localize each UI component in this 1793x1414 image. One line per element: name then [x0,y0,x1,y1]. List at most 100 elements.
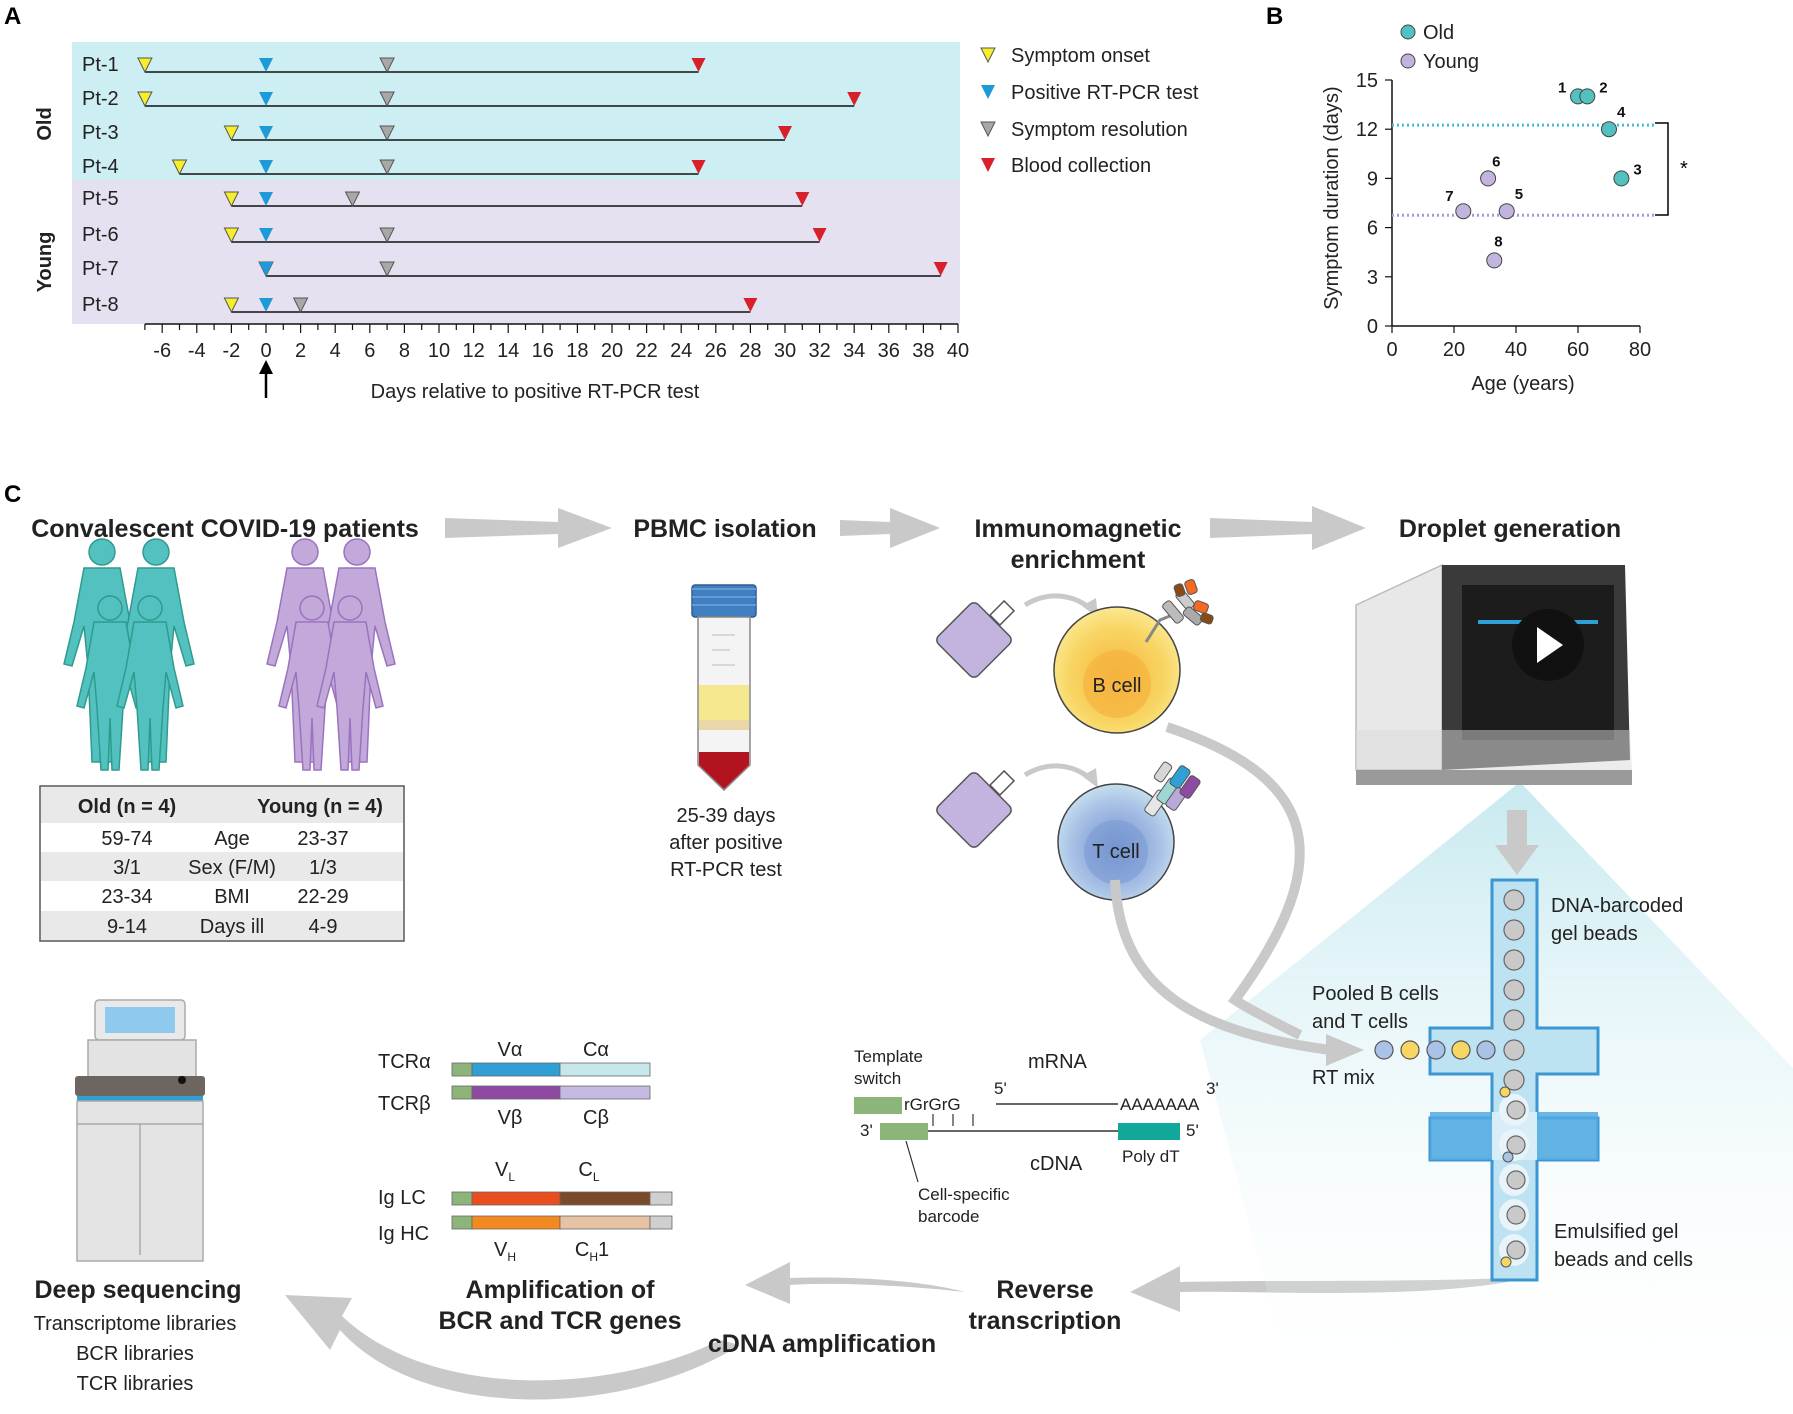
cdna-label: cDNA [1030,1153,1083,1175]
x-tick-label: 28 [739,340,761,362]
gel-bead [1503,1039,1525,1061]
old-patients-silhouettes-icon [63,538,195,771]
sequencer-icon [75,999,205,1262]
template-switch-label: Template [854,1047,923,1066]
table-row-old: 3/1 [113,857,141,879]
droplet-title: Droplet generation [1399,515,1621,543]
bcr-antibody-icon [1144,579,1214,643]
data-point [1455,203,1472,220]
y-tick-label: 0 [1367,316,1378,338]
panel-c-label: C [4,481,21,508]
blood-marker [812,228,827,242]
x-tick-label: -6 [153,340,171,362]
deep-sequencing-title: Deep sequencing [35,1276,242,1304]
centrifuge-tube-icon [691,584,757,792]
barcode-label: Cell-specific [918,1185,1010,1204]
magnetic-bead-icon [936,769,1016,848]
point-label: 7 [1445,188,1453,205]
legend-old-label: Old [1423,22,1454,44]
table-row-label: BMI [214,886,250,908]
scatter-y-axis-title: Symptom duration (days) [1321,86,1343,309]
point-label: 2 [1599,79,1607,96]
flow-arrow-6 [285,1295,740,1400]
young-group-label: Young [34,232,56,293]
patient-label: Pt-3 [82,122,119,144]
gel-bead [1506,1100,1526,1120]
legend-young-label: Young [1423,51,1479,73]
x-tick-label: 40 [947,340,969,362]
template-switch-oligo [854,1097,902,1114]
x-tick-label: 34 [843,340,865,362]
panel-a-label: A [4,3,21,30]
table-row-young: 22-29 [297,886,348,908]
tcr-complex-icon [1144,761,1201,817]
pooled-cells-label: and T cells [1312,1011,1408,1033]
immuno-title-line-2: enrichment [1011,546,1146,574]
day-zero-arrow [259,360,273,398]
x-tick-label: 32 [808,340,830,362]
legend-pcr-label: Positive RT-PCR test [1011,82,1199,104]
blood-marker [691,160,706,174]
b-cell-icon: B cell [1053,606,1181,734]
resolution-marker [379,261,395,278]
young-patients-silhouettes-icon [266,538,396,771]
table-header-old: Old (n = 4) [78,796,176,818]
onset-marker [223,125,240,142]
panel-b-label: B [1266,3,1283,30]
pooled-cells-icon [1374,1040,1496,1060]
b-cell-label: B cell [1093,675,1142,697]
x-tick-label: 22 [635,340,657,362]
pcr-marker [259,262,273,276]
pooled-cells-label: Pooled B cells [1312,983,1439,1005]
table-row-young: 4-9 [309,916,338,938]
ch-label: CH1 [575,1239,609,1264]
old-group-label: Old [34,107,56,140]
table-row-label: Sex (F/M) [188,857,276,879]
data-point [1601,121,1617,138]
gel-bead [1503,949,1525,971]
table-row-old: 9-14 [107,916,147,938]
polydt-label: Poly dT [1122,1147,1180,1166]
data-point [1613,170,1630,187]
x-tick-label: 10 [428,340,450,362]
table-row-young: 1/3 [309,857,337,879]
blood-marker [743,298,758,312]
flow-arrow-3 [1210,506,1366,550]
ca-label: Cα [583,1039,609,1061]
t-cell-icon: T cell [1057,783,1175,901]
resolution-marker [379,159,395,176]
cdna-five-prime: 5' [1186,1121,1199,1140]
patient-label: Pt-2 [82,88,119,110]
x-tick-label: 18 [566,340,588,362]
pcr-marker [259,92,273,106]
magnetic-bead-icon [936,599,1016,678]
x-tick-label: -2 [223,340,241,362]
x-tick-label: 60 [1567,339,1589,361]
pbmc-caption: 25-39 days [677,805,776,827]
gel-bead [1506,1170,1526,1190]
emulsified-label: beads and cells [1554,1249,1693,1271]
timeline-legend: Symptom onset Positive RT-PCR test Sympt… [980,45,1199,177]
resolution-marker [379,91,395,108]
ighc-gene-bar [451,1215,673,1230]
resolution-marker [379,125,395,142]
demographics-table: Old (n = 4) Young (n = 4) 59-74 Age 23-3… [39,785,405,942]
old-group-background [72,42,960,180]
down-arrow [1495,810,1539,875]
y-tick-label: 12 [1356,119,1378,141]
flow-arrow-1 [445,508,612,548]
legend-pcr-marker [981,85,995,99]
x-tick-label: 20 [1443,339,1465,361]
cb-label: Cβ [583,1107,609,1129]
cdna-amplification-title: cDNA amplification [708,1330,936,1358]
table-row-young: 23-37 [297,828,348,850]
play-icon [1537,627,1563,663]
patients-title: Convalescent COVID-19 patients [31,515,419,543]
point-label: 4 [1617,104,1626,121]
cell-in-droplet [1499,1086,1511,1098]
blood-marker [778,126,792,140]
pcr-marker [259,126,273,140]
iglc-label: Ig LC [378,1187,426,1209]
